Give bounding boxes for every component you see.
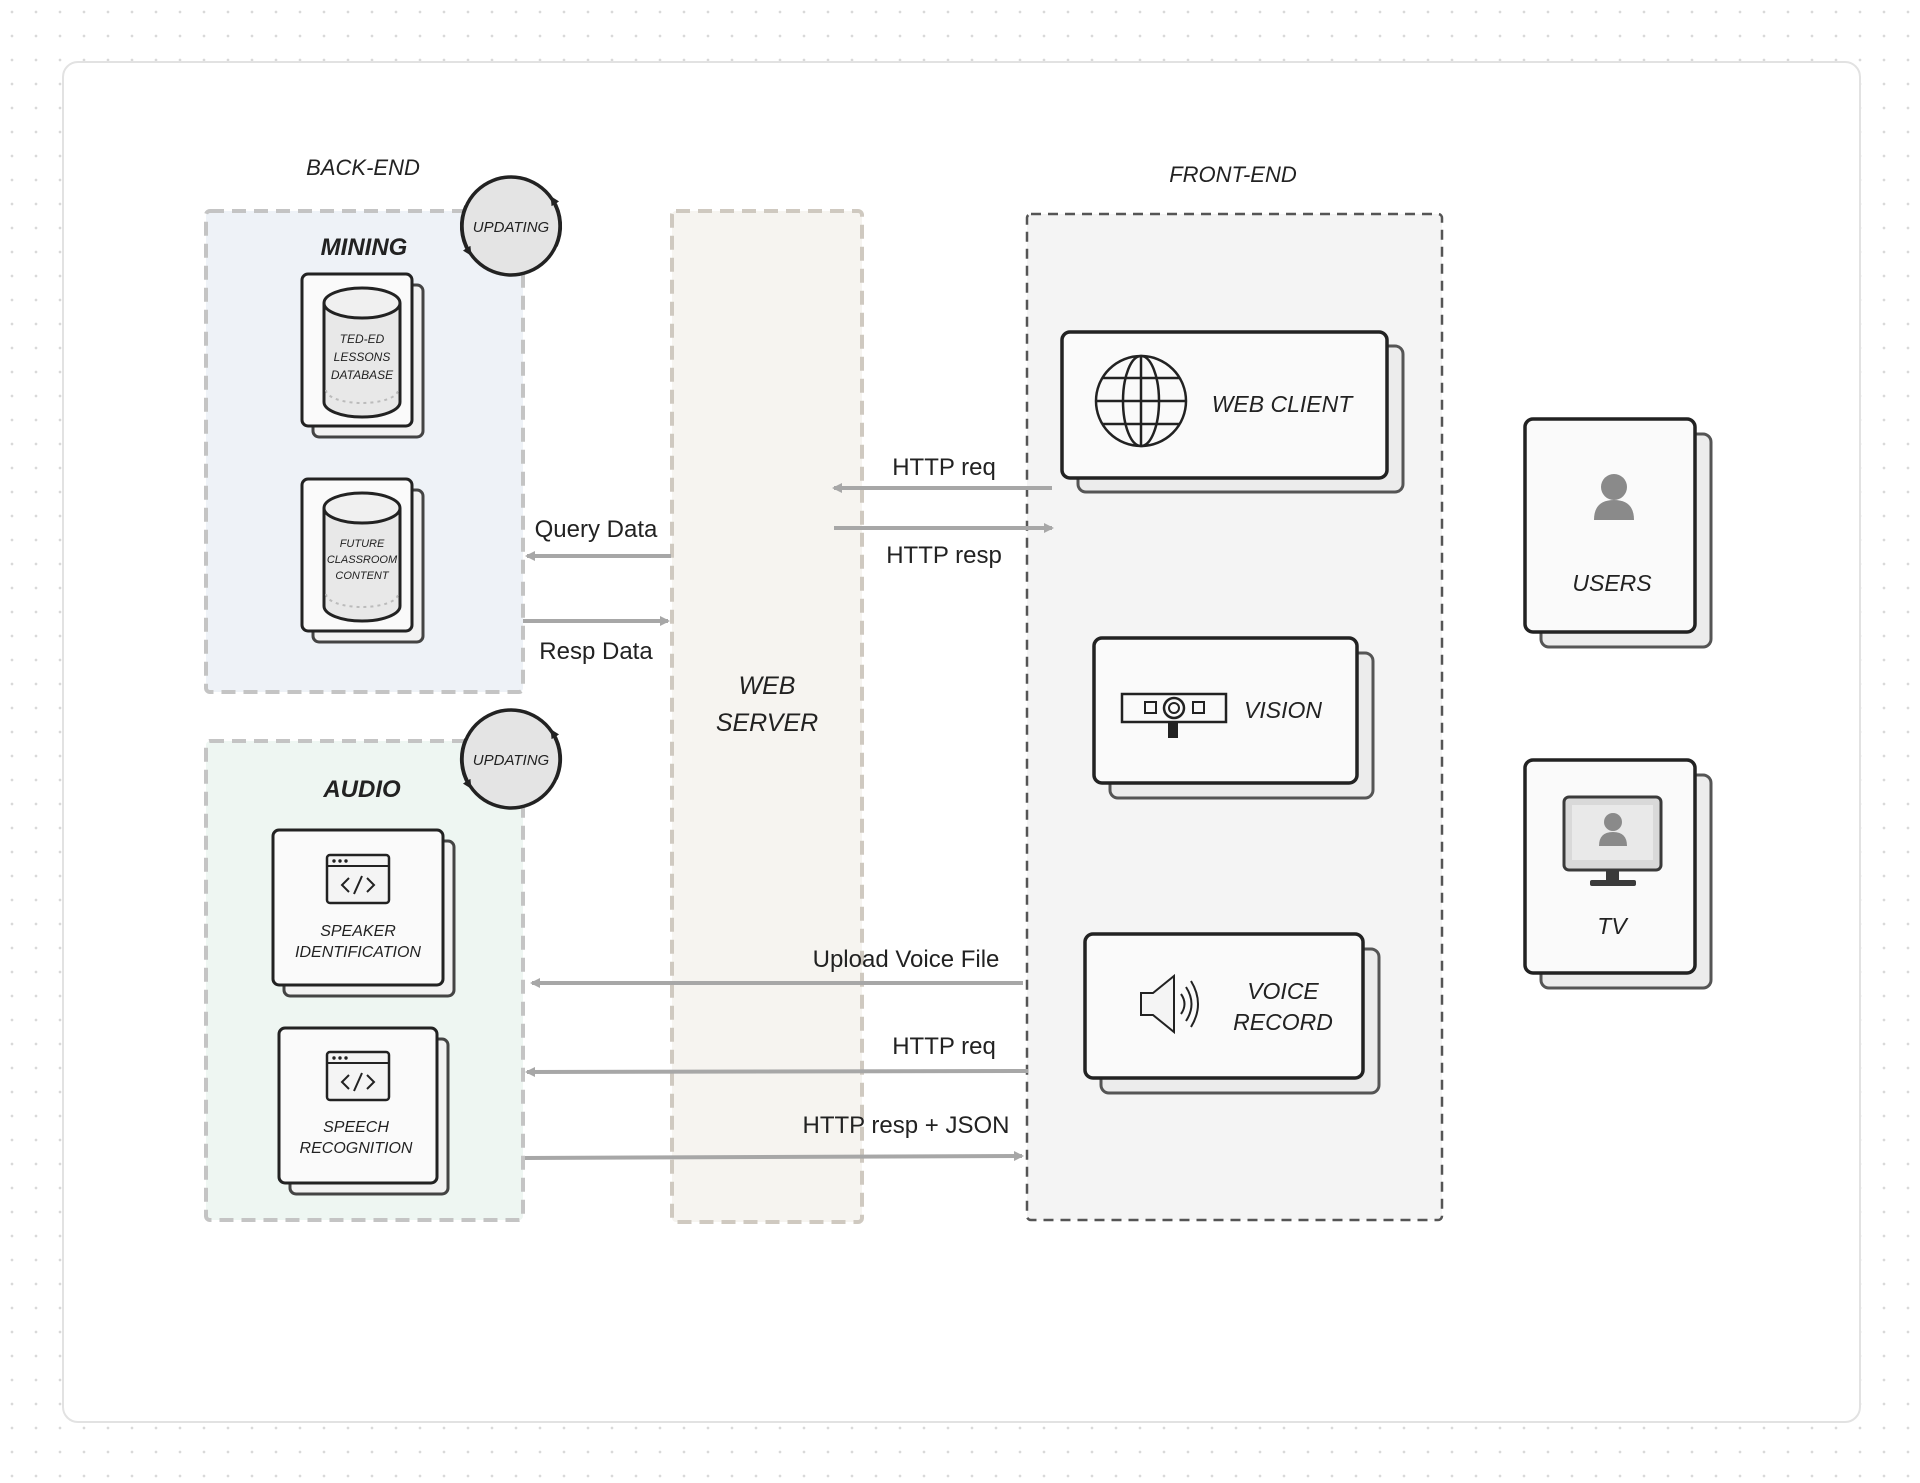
vision-card: VISION	[1092, 636, 1375, 800]
backend-title: BACK-END	[306, 155, 420, 180]
mining-title: MINING	[321, 234, 408, 261]
audio-updating-badge: UPDATING	[459, 708, 563, 810]
refresh-arrow-icon	[550, 196, 563, 247]
card-label-line: SPEAKER	[320, 923, 396, 940]
db-card-future-classroom: FUTURE CLASSROOM CONTENT	[300, 477, 425, 644]
code-window-icon	[325, 1050, 391, 1102]
web-server-label: WEB	[739, 672, 796, 700]
code-window-icon	[325, 853, 391, 905]
card-label-line: SPEECH	[323, 1119, 389, 1136]
vision-label: VISION	[1244, 697, 1322, 723]
web-server-container	[670, 209, 864, 1224]
user-avatar-icon	[1594, 474, 1634, 520]
camera-sensor-icon	[1120, 692, 1228, 738]
mining-updating-badge: UPDATING	[459, 175, 563, 277]
http-resp-top-label: HTTP resp	[886, 542, 1002, 569]
card-label-line: IDENTIFICATION	[295, 944, 421, 961]
upload-voice-label: Upload Voice File	[813, 946, 1000, 973]
card-label-line: RECOGNITION	[300, 1140, 413, 1157]
tv-label: TV	[1597, 913, 1629, 939]
refresh-arrow-icon	[459, 738, 472, 789]
http-resp-json-arrow	[524, 1151, 1024, 1162]
updating-badge-label: UPDATING	[473, 219, 550, 236]
resp-data-label: Resp Data	[539, 638, 653, 665]
mining-container	[204, 209, 525, 694]
users-label: USERS	[1572, 570, 1652, 596]
db-label-line: CLASSROOM	[327, 554, 398, 566]
voice-record-card: VOICE RECORD	[1083, 932, 1381, 1095]
voice-record-label: RECORD	[1233, 1009, 1333, 1035]
web-server-label: SERVER	[716, 709, 818, 737]
refresh-arrow-icon	[459, 205, 472, 256]
speech-recognition-card: SPEECH RECOGNITION	[277, 1026, 450, 1196]
refresh-arrow-icon	[550, 729, 563, 780]
db-label-line: FUTURE	[340, 538, 385, 550]
voice-record-label: VOICE	[1247, 978, 1319, 1004]
web-client-label: WEB CLIENT	[1212, 391, 1355, 417]
speaker-identification-card: SPEAKER IDENTIFICATION	[271, 828, 456, 998]
globe-icon	[1094, 354, 1188, 448]
db-label-line: CONTENT	[335, 570, 389, 582]
http-req-bottom-arrow	[525, 1066, 1029, 1077]
updating-badge-label: UPDATING	[473, 752, 550, 769]
db-label-line: DATABASE	[331, 368, 394, 382]
database-icon	[322, 286, 402, 419]
http-resp-json-label: HTTP resp + JSON	[803, 1112, 1010, 1139]
http-req-bottom-label: HTTP req	[892, 1033, 996, 1060]
users-card: USERS	[1523, 417, 1713, 649]
web-client-card: WEB CLIENT	[1060, 330, 1405, 494]
database-icon	[322, 491, 402, 623]
db-label-line: LESSONS	[334, 350, 391, 364]
http-req-top-label: HTTP req	[892, 454, 996, 481]
monitor-icon	[1562, 795, 1663, 886]
db-label-line: TED-ED	[340, 332, 385, 346]
query-data-label: Query Data	[535, 516, 658, 543]
frontend-title: FRONT-END	[1169, 162, 1297, 187]
tv-card: TV	[1523, 758, 1713, 990]
speaker-icon	[1140, 973, 1199, 1035]
audio-title: AUDIO	[322, 776, 401, 803]
db-card-ted-ed: TED-ED LESSONS DATABASE	[300, 272, 425, 439]
